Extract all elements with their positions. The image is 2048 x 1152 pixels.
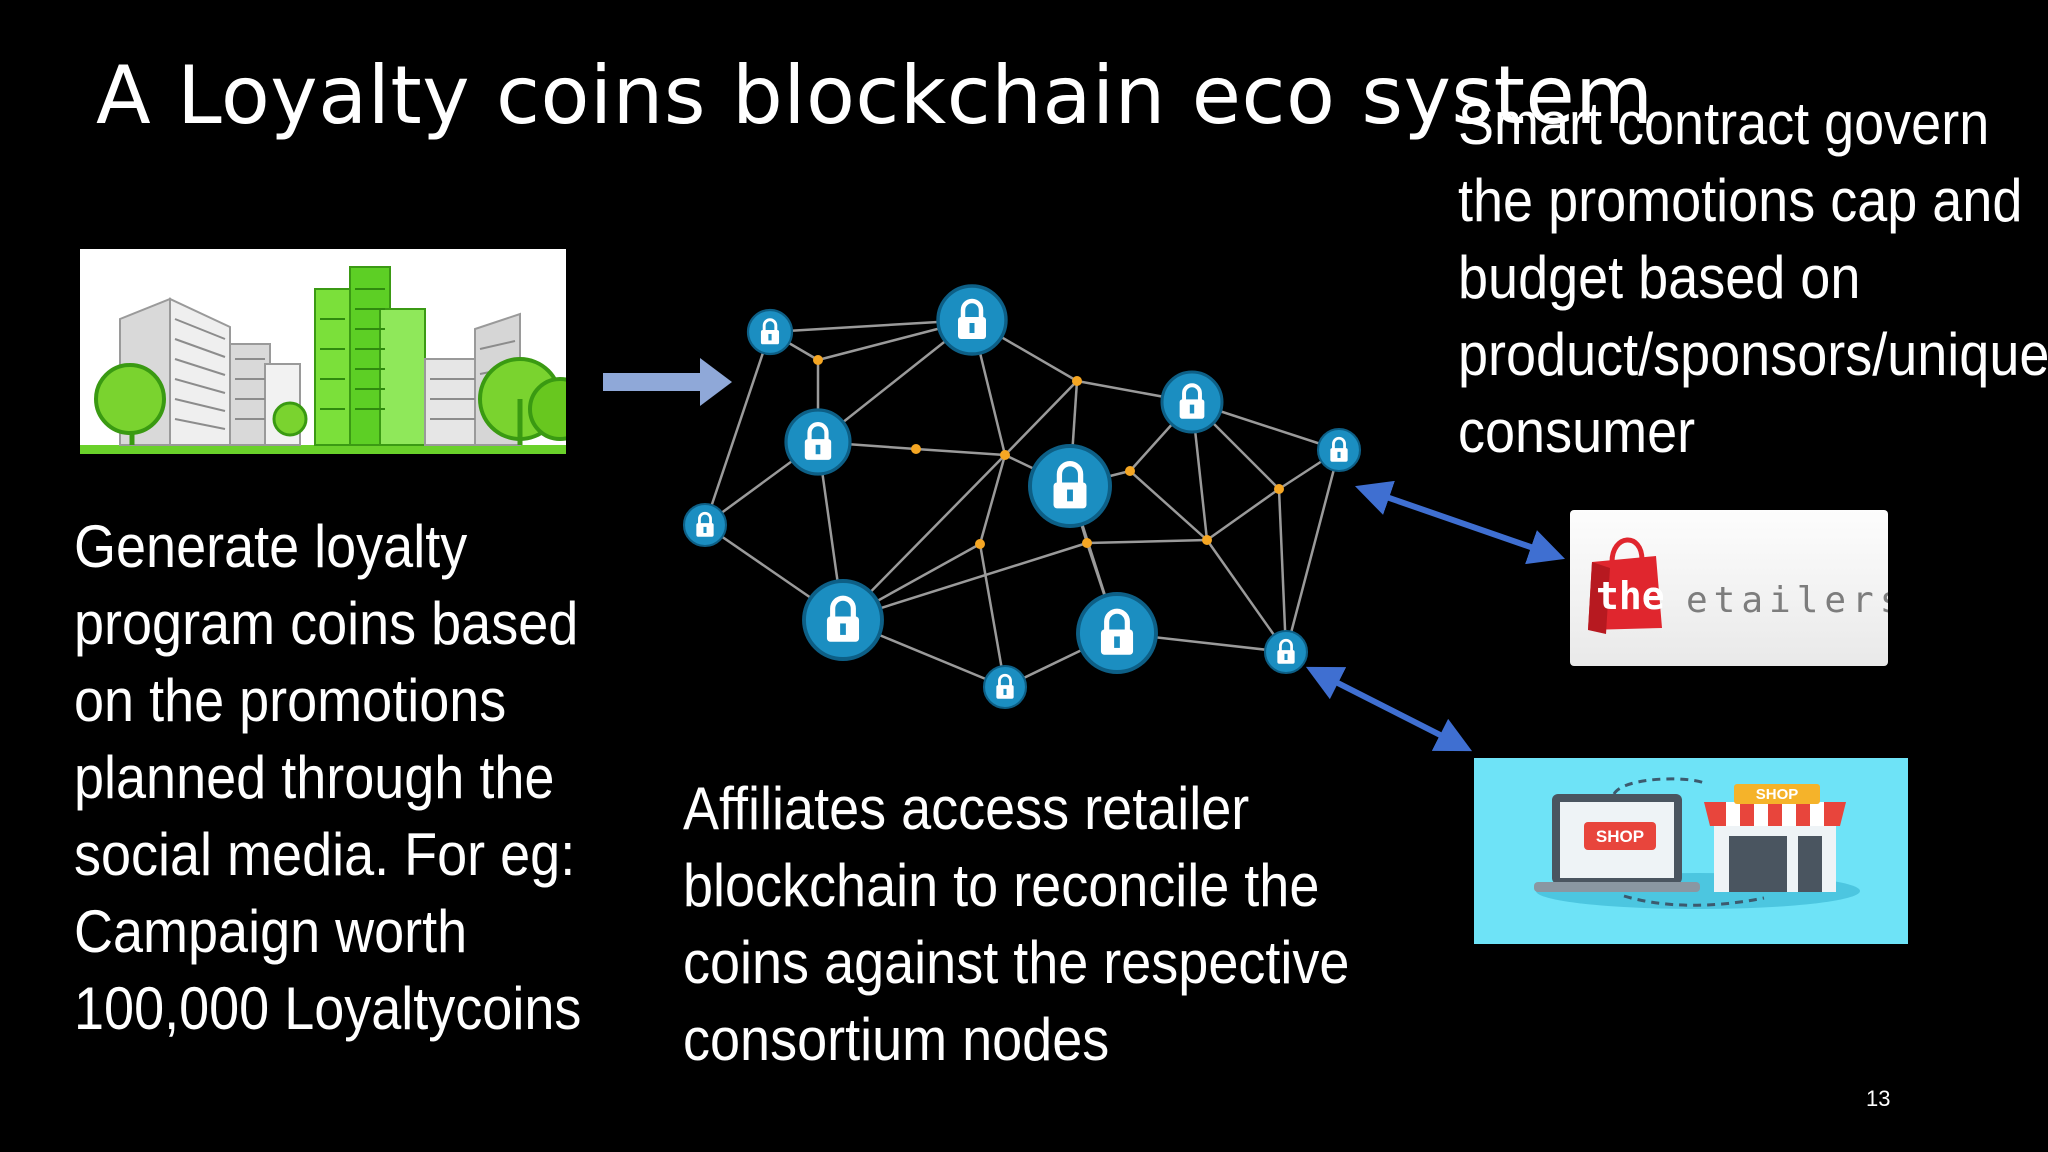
network-junction-dot [1202,535,1212,545]
network-link [1206,487,1280,542]
padlock-icon [1028,444,1112,528]
laptop-shop-sign: SHOP [1596,827,1644,846]
padlock-icon [1316,427,1362,473]
network-junction-dot [1072,376,1082,386]
center-line: coins against the respective [683,929,1350,996]
right-description: Smart contract govern the promotions cap… [1458,85,2048,470]
padlock-icon [936,284,1008,356]
left-line: planned through the [74,744,555,811]
retailer-logo: the etailers [1570,510,1888,666]
network-link [1086,538,1208,545]
network-link [1205,539,1288,653]
center-line: blockchain to reconcile the [683,852,1320,919]
padlock-icon [1160,370,1224,434]
network-junction-dot [1082,538,1092,548]
padlock-icon [982,664,1028,710]
left-line: on the promotions [74,667,507,734]
city-image [80,249,566,454]
right-line: Smart contract govern [1458,90,1990,157]
left-line: program coins based [74,590,579,657]
center-line: consortium nodes [683,1006,1110,1073]
padlock-icon [746,308,794,356]
padlock-icon [1263,629,1309,675]
logo-word-etailers: etailers [1686,580,1888,621]
left-line: Campaign worth [74,898,468,965]
network-junction-dot [911,444,921,454]
right-arrow-icon [603,358,732,406]
network-link [978,543,1007,688]
network-link [978,454,1007,545]
padlock-icon [802,579,884,661]
slide-title: A Loyalty coins blockchain eco system [96,49,1654,142]
padlock-icon [682,502,728,548]
left-line: social media. For eg: [74,821,576,888]
blockchain-network [682,284,1362,710]
double-headed-arrow-icon [1354,480,1566,565]
network-link [1129,470,1208,541]
right-line: consumer [1458,398,1696,465]
store-icon [1704,784,1846,892]
network-link [842,541,1088,622]
network-link [1277,488,1288,653]
network-junction-dot [1274,484,1284,494]
network-link [703,331,772,526]
right-line: product/sponsors/unique [1458,321,2048,388]
padlock-icon [1076,592,1158,674]
left-line: Generate loyalty [74,513,468,580]
shopping-bag-icon [1588,537,1662,634]
page-number: 13 [1866,1086,1891,1111]
network-link [1004,380,1078,456]
store-shop-sign: SHOP [1756,786,1799,803]
left-line: 100,000 Loyaltycoins [74,975,582,1042]
network-junction-dot [1125,466,1135,476]
network-junction-dot [1000,450,1010,460]
right-line: budget based on [1458,244,1861,311]
center-description: Affiliates access retailer blockchain to… [683,770,1367,1078]
center-line: Affiliates access retailer [683,775,1250,842]
double-headed-arrow-icon [1305,666,1473,752]
padlock-icon [784,408,852,476]
network-link [915,447,1006,457]
network-junction-dot [975,539,985,549]
network-link [1284,449,1341,653]
left-description: Generate loyalty program coins based on … [74,508,650,1047]
right-line: the promotions cap and [1458,167,2023,234]
network-junction-dot [813,355,823,365]
logo-word-the: the [1596,574,1665,618]
shop-image: SHOP SHOP [1474,758,1908,944]
